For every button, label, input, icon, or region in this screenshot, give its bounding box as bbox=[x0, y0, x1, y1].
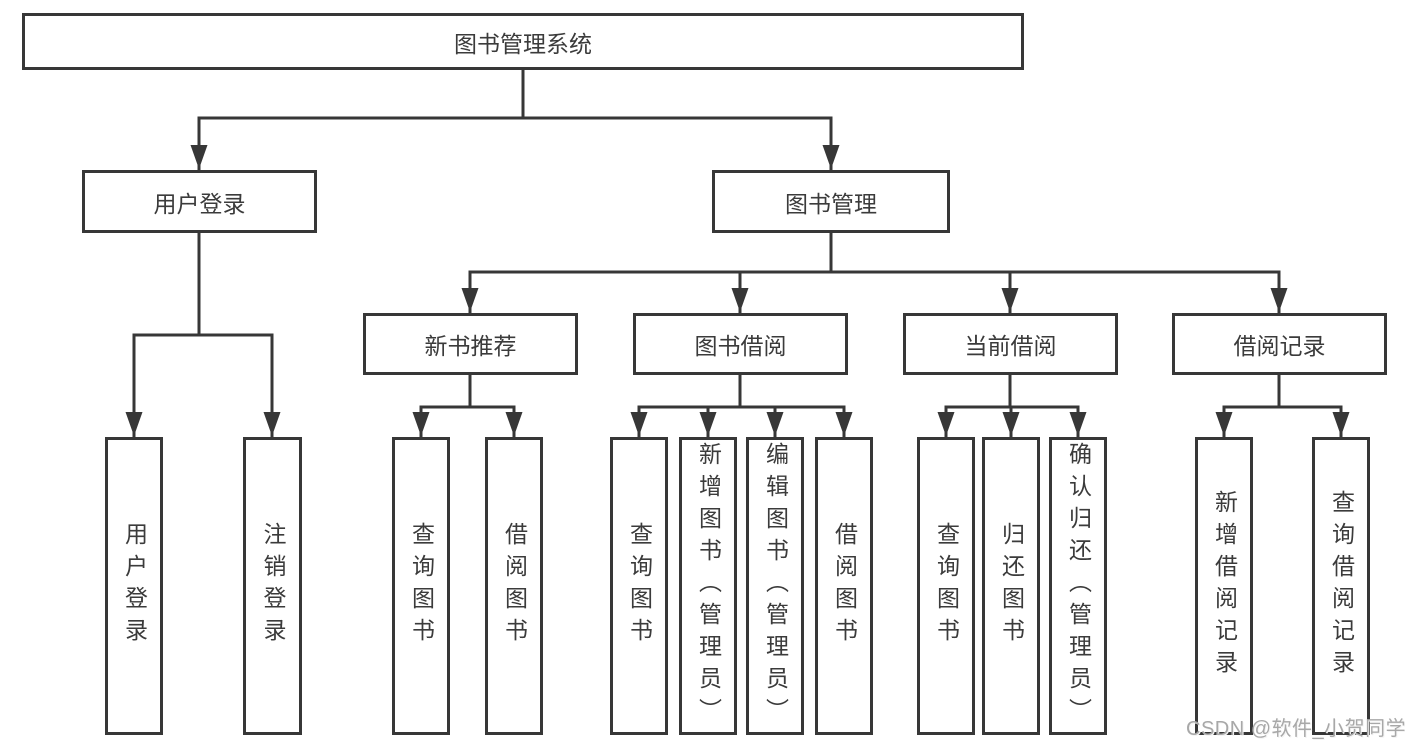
node-leaf-borrow-query-books: 查询图书 bbox=[610, 437, 668, 735]
node-leaf-recommend-query-books: 查询图书 bbox=[392, 437, 450, 735]
node-leaf-query-borrow-record: 查询借阅记录 bbox=[1312, 437, 1370, 735]
node-root-system: 图书管理系统 bbox=[22, 13, 1024, 70]
node-book-borrow: 图书借阅 bbox=[633, 313, 848, 375]
node-borrow-records: 借阅记录 bbox=[1172, 313, 1387, 375]
node-leaf-borrow-books: 借阅图书 bbox=[815, 437, 873, 735]
node-leaf-add-borrow-record: 新增借阅记录 bbox=[1195, 437, 1253, 735]
node-leaf-logout: 注销登录 bbox=[243, 437, 302, 735]
node-leaf-edit-books-admin: 编辑图书（管理员） bbox=[746, 437, 804, 735]
node-leaf-add-books-admin: 新增图书（管理员） bbox=[679, 437, 737, 735]
node-leaf-return-books: 归还图书 bbox=[982, 437, 1040, 735]
node-leaf-current-query-books: 查询图书 bbox=[917, 437, 975, 735]
node-user-login-group: 用户登录 bbox=[82, 170, 317, 233]
node-book-management-group: 图书管理 bbox=[712, 170, 950, 233]
watermark: CSDN @软件_小贺同学 bbox=[1186, 718, 1405, 740]
node-new-book-recommend: 新书推荐 bbox=[363, 313, 578, 375]
node-leaf-confirm-return-admin: 确认归还（管理员） bbox=[1049, 437, 1107, 735]
node-leaf-recommend-borrow-books: 借阅图书 bbox=[485, 437, 543, 735]
node-leaf-user-login: 用户登录 bbox=[105, 437, 163, 735]
node-current-borrow: 当前借阅 bbox=[903, 313, 1118, 375]
